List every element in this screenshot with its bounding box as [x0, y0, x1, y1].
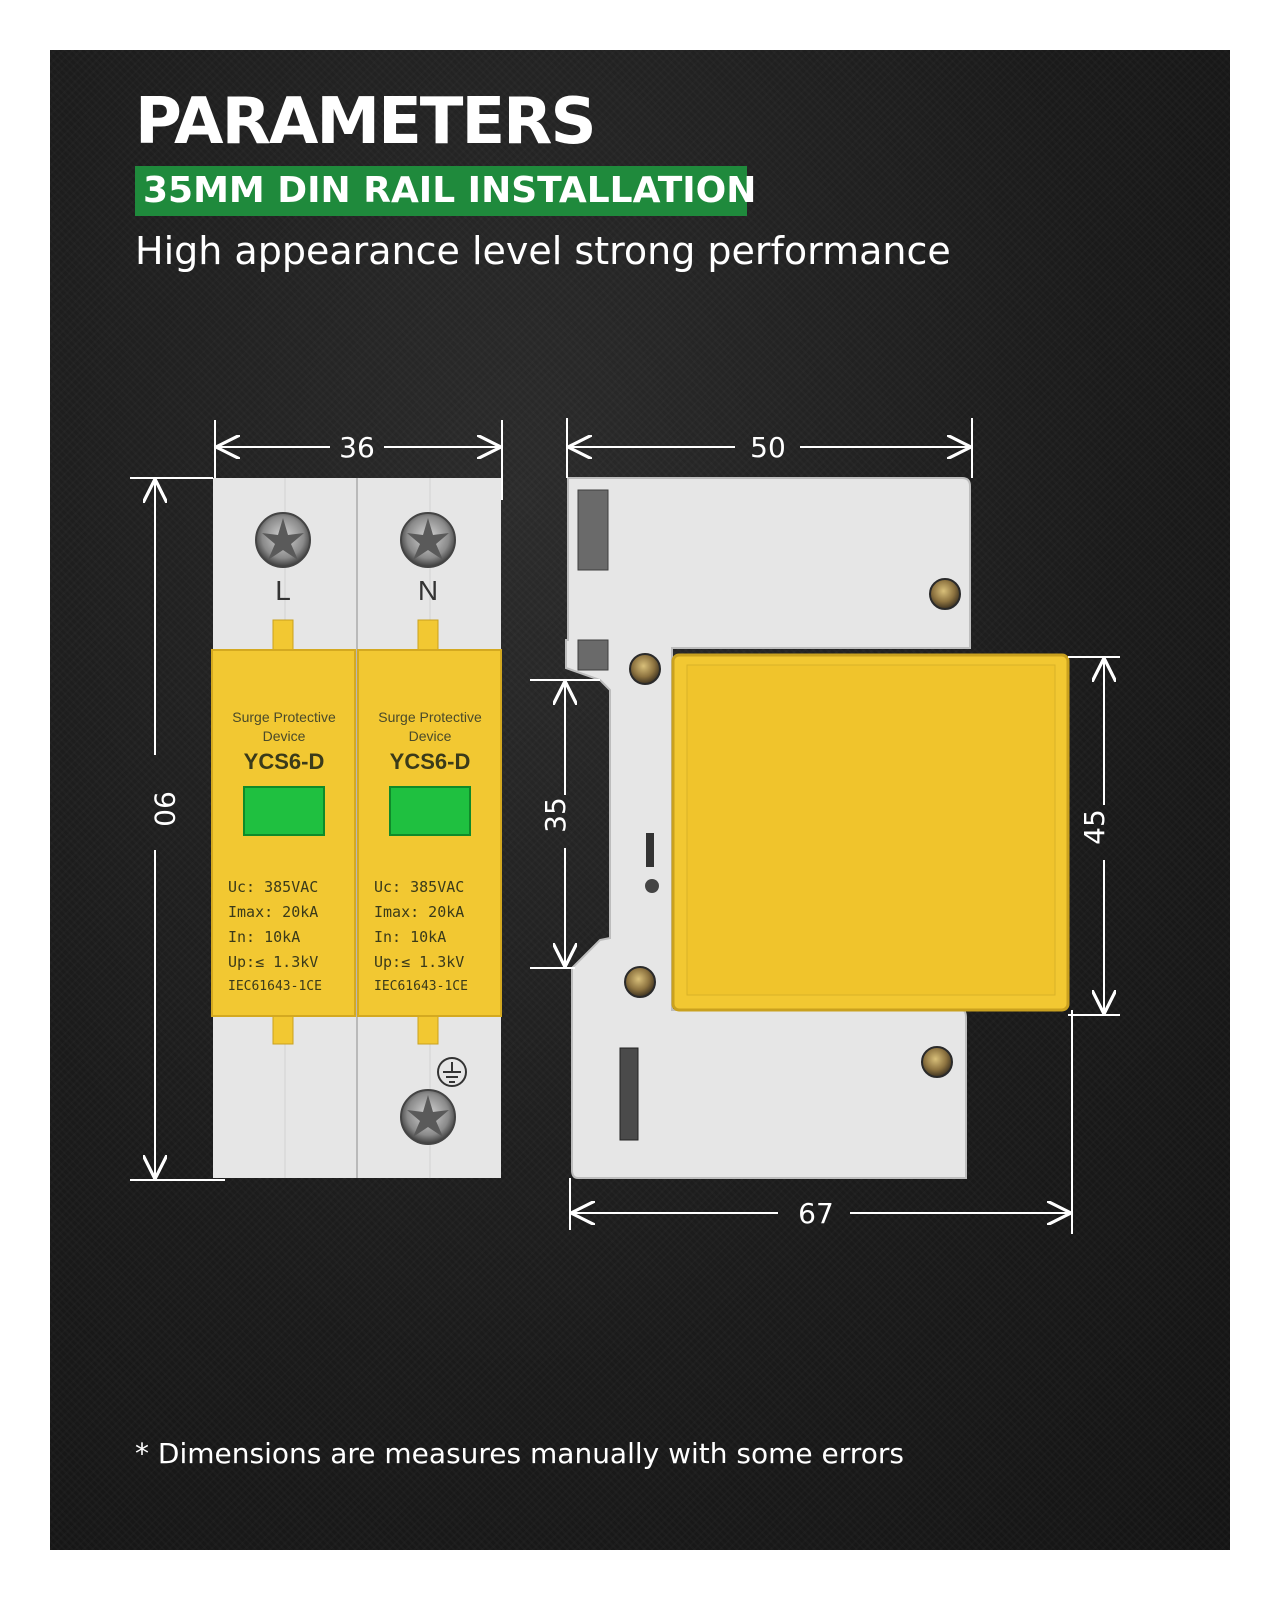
- terminal-label-l: L: [275, 575, 291, 606]
- dimension-label-50: 50: [750, 431, 786, 464]
- spec-line: In: 10kA: [374, 928, 446, 946]
- module-model: YCS6-D: [390, 749, 471, 774]
- subtitle: High appearance level strong performance: [135, 229, 951, 273]
- dimension-label-35: 35: [539, 797, 572, 833]
- dimension-label-90: 90: [148, 791, 181, 827]
- dimension-label-45: 45: [1078, 809, 1111, 845]
- rivet-icon: [629, 653, 661, 685]
- spec-line: IEC61643-1CE: [228, 979, 322, 994]
- page-title: PARAMETERS: [135, 85, 597, 159]
- module-label: Surge Protective: [378, 709, 482, 725]
- ground-symbol-icon: [437, 1057, 467, 1087]
- terminal-label-n: N: [418, 575, 438, 606]
- rivet-icon: [624, 966, 656, 998]
- side-rail-dimension: [530, 679, 600, 969]
- spec-line: Uc: 385VAC: [374, 878, 464, 896]
- dimension-label-67: 67: [798, 1197, 834, 1230]
- module-model: YCS6-D: [244, 749, 325, 774]
- status-window: [389, 786, 471, 836]
- module-label: Device: [409, 728, 452, 744]
- screw-icon: [400, 512, 456, 568]
- dimension-label-36: 36: [339, 431, 375, 464]
- status-window: [243, 786, 325, 836]
- screw-icon: [255, 512, 311, 568]
- spec-line: Up:≤ 1.3kV: [228, 953, 318, 971]
- module-label: Surge Protective: [232, 709, 336, 725]
- front-height-dimension: [130, 477, 225, 1181]
- front-width-dimension: [214, 420, 503, 500]
- front-view-device: L N Surge Protective Device YCS6-D Uc: 3…: [211, 478, 502, 1178]
- side-module-dimension: [1068, 656, 1120, 1016]
- spec-line: In: 10kA: [228, 928, 300, 946]
- spec-line: Up:≤ 1.3kV: [374, 953, 464, 971]
- spec-line: IEC61643-1CE: [374, 979, 468, 994]
- side-housing: [565, 477, 971, 1179]
- module-label: Device: [263, 728, 306, 744]
- install-badge: 35MM DIN RAIL INSTALLATION: [135, 166, 756, 216]
- spec-line: Imax: 20kA: [228, 903, 318, 921]
- screw-icon: [400, 1089, 456, 1145]
- side-depth-dimension: [569, 1010, 1073, 1234]
- footnote: * Dimensions are measures manually with …: [135, 1437, 904, 1470]
- side-view-device: [565, 477, 1070, 1179]
- spec-line: Imax: 20kA: [374, 903, 464, 921]
- side-width-dimension: [566, 418, 973, 478]
- rivet-icon: [921, 1046, 953, 1078]
- spec-line: Uc: 385VAC: [228, 878, 318, 896]
- rivet-icon: [929, 578, 961, 610]
